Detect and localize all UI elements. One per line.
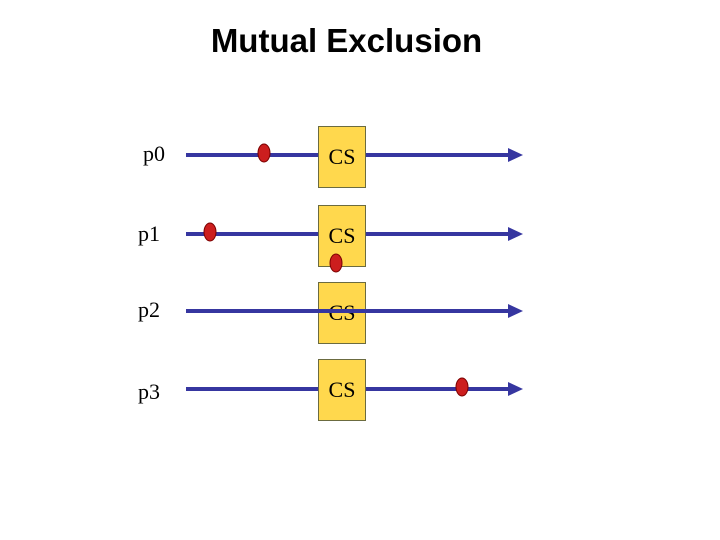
event-marker (329, 253, 343, 273)
process-label-p0: p0 (143, 141, 165, 166)
process-label-p3: p3 (138, 379, 160, 404)
arrowhead-icon (508, 304, 523, 318)
process-label-p1: p1 (138, 221, 160, 246)
arrowhead-icon (508, 382, 523, 396)
event-marker (257, 143, 271, 163)
arrowhead-icon (508, 148, 523, 162)
page-title: Mutual Exclusion (210, 22, 483, 59)
arrowhead-icon (508, 227, 523, 241)
event-marker (203, 222, 217, 242)
critical-section-box-p3: CS (318, 359, 366, 421)
event-marker (455, 377, 469, 397)
process-label-p2: p2 (138, 297, 160, 322)
critical-section-box-p0: CS (318, 126, 366, 188)
critical-section-box-p1: CS (318, 205, 366, 267)
